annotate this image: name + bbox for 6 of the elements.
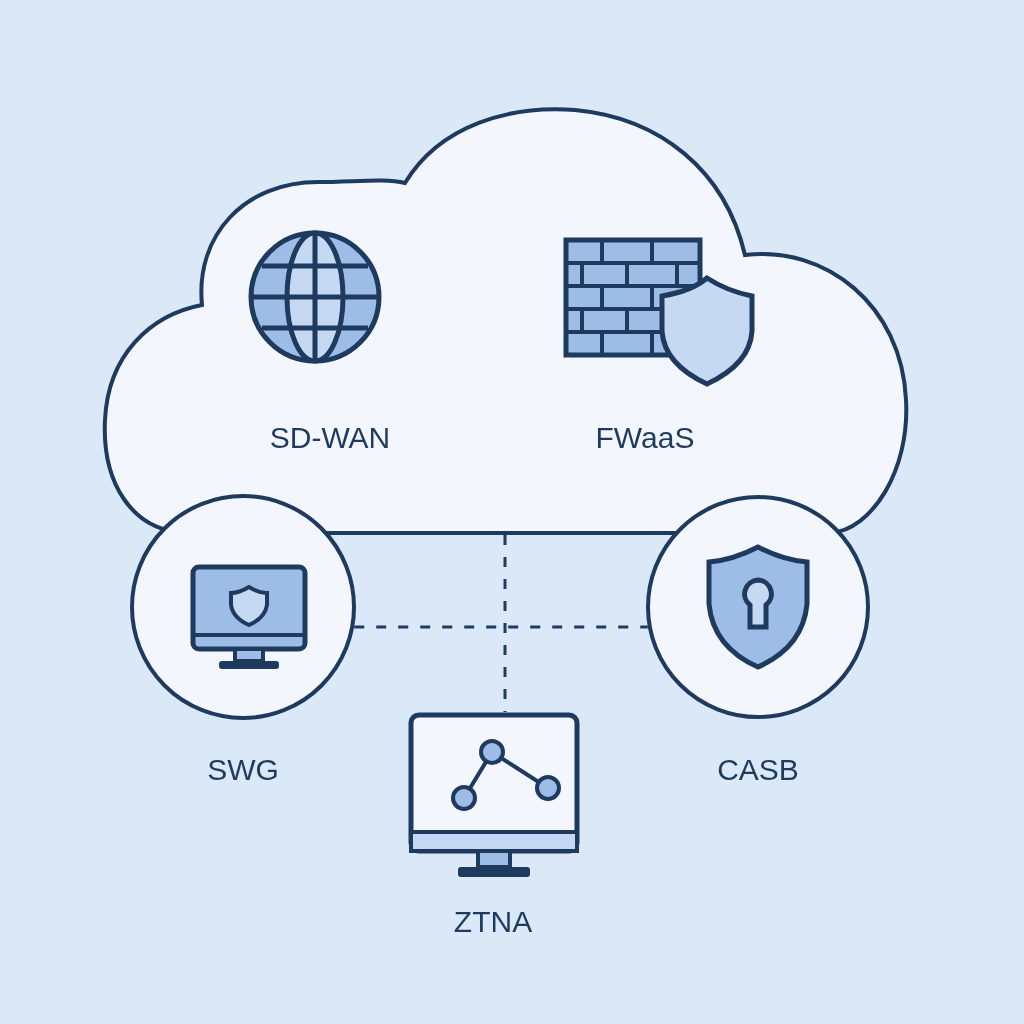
component-label: ZTNA — [453, 907, 533, 937]
component-label: SD-WAN — [269, 423, 391, 453]
component-label: SWG — [207, 755, 279, 785]
component-label: CASB — [717, 755, 799, 785]
component-label: FWaaS — [595, 423, 695, 453]
dashed-connector — [503, 535, 507, 712]
